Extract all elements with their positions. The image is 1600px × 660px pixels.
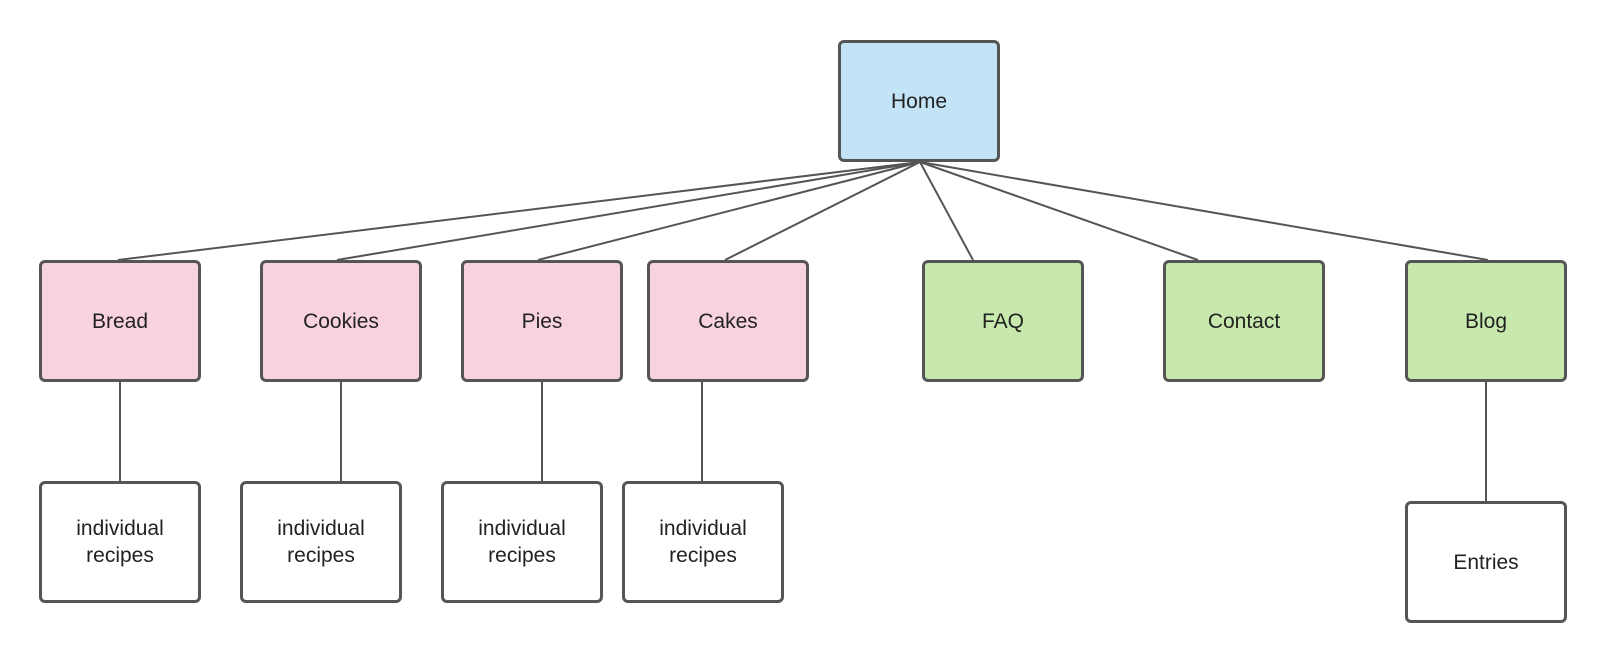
node-cookies-label: Cookies [303,309,379,333]
node-bread-recipes[interactable]: individual recipes [39,481,201,603]
node-cookies[interactable]: Cookies [260,260,422,382]
node-contact-label: Contact [1207,309,1281,333]
node-bread-recipes-label: individual recipes [76,517,164,567]
node-bread-label: Bread [91,309,149,333]
node-blog-entries-label: Entries [1453,550,1519,574]
edge-home-cakes [724,161,921,261]
edge-home-blog [919,161,1489,261]
node-bread[interactable]: Bread [39,260,201,382]
node-pies[interactable]: Pies [461,260,623,382]
node-pies-recipes-label: individual recipes [478,517,566,567]
node-pies-label: Pies [521,309,563,333]
node-cakes[interactable]: Cakes [647,260,809,382]
node-pies-recipes[interactable]: individual recipes [441,481,603,603]
node-blog[interactable]: Blog [1405,260,1567,382]
edge-home-pies [537,161,921,261]
node-home[interactable]: Home [838,40,1000,162]
edge-home-faq [919,161,974,261]
node-cookies-recipes-label: individual recipes [277,517,365,567]
node-cookies-recipes[interactable]: individual recipes [240,481,402,603]
node-cakes-recipes-label: individual recipes [659,517,747,567]
node-home-label: Home [890,89,948,113]
node-blog-label: Blog [1464,309,1508,333]
node-cakes-recipes[interactable]: individual recipes [622,481,784,603]
node-contact[interactable]: Contact [1163,260,1325,382]
node-faq-label: FAQ [981,309,1024,333]
node-faq[interactable]: FAQ [922,260,1084,382]
edge-home-cookies [336,161,921,261]
edge-home-contact [919,161,1199,261]
edge-home-bread [117,161,921,261]
node-cakes-label: Cakes [698,309,758,333]
node-blog-entries[interactable]: Entries [1405,501,1567,623]
